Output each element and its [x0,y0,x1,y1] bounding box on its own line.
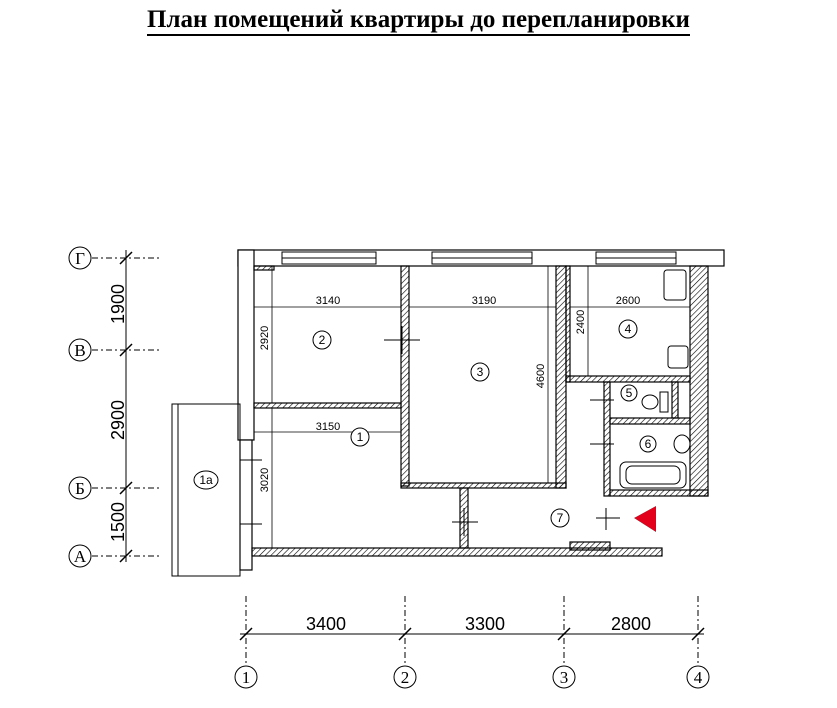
room-6-label: 6 [645,437,652,451]
room-5-label: 5 [626,386,633,400]
room-crosses [384,326,620,536]
entrance-marker-icon [634,506,656,532]
axis-label-1: 1 [242,668,251,687]
balcony [171,403,262,577]
dim-3400: 3400 [306,614,346,634]
dim-2400: 2400 [575,310,587,334]
room-4-label: 4 [625,322,632,336]
dim-1900: 1900 [108,284,128,324]
dim-3190: 3190 [472,295,496,307]
dim-2920: 2920 [259,326,271,350]
windows [281,251,677,265]
room-3-label: 3 [477,365,484,379]
dim-4600: 4600 [535,364,547,388]
axis-label-b: Б [75,479,85,498]
axis-label-4: 4 [694,668,703,687]
dim-3140: 3140 [316,295,340,307]
axis-label-3: 3 [560,668,569,687]
room-labels [193,319,657,528]
dim-3020: 3020 [259,468,271,492]
dim-3300: 3300 [465,614,505,634]
left-ruler [68,246,160,568]
dim-2900: 2900 [108,400,128,440]
inner-dim-lines [254,266,690,548]
axis-label-a: А [74,547,87,566]
plumbing-fixtures [619,269,691,489]
room-1-label: 1 [357,430,364,444]
room-1a-label: 1а [199,473,213,487]
bottom-ruler [234,596,710,689]
axis-label-2: 2 [401,668,410,687]
room-7-label: 7 [557,511,564,525]
dim-2800: 2800 [611,614,651,634]
dim-3150: 3150 [316,421,340,433]
axis-label-g: Г [75,249,85,268]
plan-title: План помещений квартиры до перепланировк… [0,6,837,36]
dim-1500: 1500 [108,502,128,542]
dim-2600: 2600 [616,295,640,307]
axis-label-v: В [74,341,85,360]
room-2-label: 2 [319,333,326,347]
